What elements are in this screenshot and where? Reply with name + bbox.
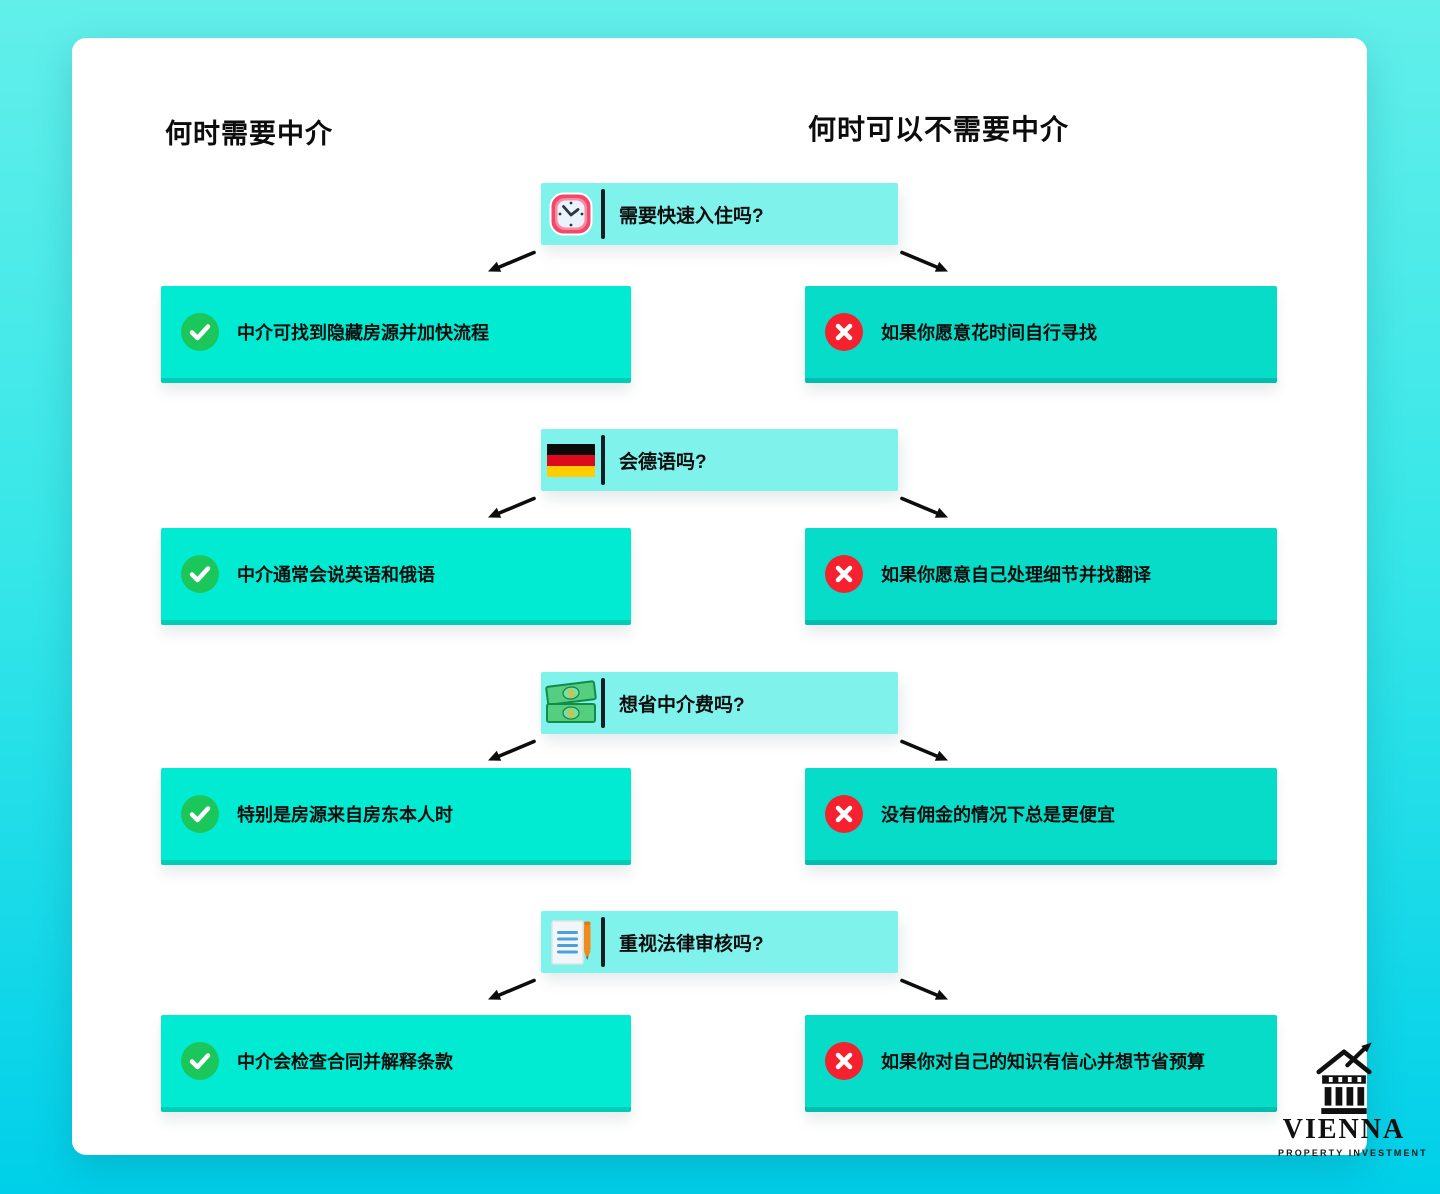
answer-box-yes: 中介可找到隐藏房源并加快流程 [161, 286, 631, 383]
check-icon [181, 555, 219, 593]
brand-logo: VIENNA PROPERTY INVESTMENT [1278, 1040, 1428, 1158]
question-label: 重视法律审核吗? [619, 933, 764, 955]
answer-no-label: 如果你愿意自己处理细节并找翻译 [881, 565, 1151, 585]
answer-no-label: 如果你对自己的知识有信心并想节省预算 [881, 1052, 1205, 1072]
answer-yes-label: 中介通常会说英语和俄语 [237, 565, 435, 585]
answer-box-yes: 中介会检查合同并解释条款 [161, 1015, 631, 1112]
document-pen-icon [541, 917, 601, 967]
answer-box-no: 没有佣金的情况下总是更便宜 [805, 768, 1277, 865]
question-box: 重视法律审核吗? [541, 911, 898, 973]
answer-yes-label: 中介可找到隐藏房源并加快流程 [237, 323, 489, 343]
answer-box-no: 如果你对自己的知识有信心并想节省预算 [805, 1015, 1277, 1112]
question-box: $ $ 想省中介费吗? [541, 672, 898, 734]
arrow-left-icon [488, 978, 536, 1000]
svg-text:$: $ [568, 707, 575, 721]
arrow-right-icon [900, 496, 948, 518]
answer-box-yes: 中介通常会说英语和俄语 [161, 528, 631, 625]
question-divider [601, 917, 605, 967]
question-box: 需要快速入住吗? [541, 183, 898, 245]
arrow-right-icon [900, 739, 948, 761]
arrow-left-icon [488, 739, 536, 761]
answer-yes-label: 中介会检查合同并解释条款 [237, 1052, 453, 1072]
question-label: 需要快速入住吗? [619, 205, 764, 227]
answer-no-label: 没有佣金的情况下总是更便宜 [881, 805, 1115, 825]
answer-box-no: 如果你愿意花时间自行寻找 [805, 286, 1277, 383]
answer-box-yes: 特别是房源来自房东本人时 [161, 768, 631, 865]
x-icon [825, 1042, 863, 1080]
arrow-left-icon [488, 496, 536, 518]
x-icon [825, 555, 863, 593]
answer-yes-label: 特别是房源来自房东本人时 [237, 805, 453, 825]
question-label: 想省中介费吗? [619, 694, 745, 716]
right-column-heading: 何时可以不需要中介 [808, 114, 1070, 145]
svg-text:$: $ [567, 686, 576, 701]
x-icon [825, 795, 863, 833]
brand-name: VIENNA [1282, 1114, 1406, 1145]
question-label: 会德语吗? [619, 451, 707, 473]
arrow-left-icon [488, 250, 536, 272]
check-icon [181, 795, 219, 833]
german-flag-icon [541, 443, 601, 477]
clock-icon [541, 192, 601, 236]
arrow-right-icon [900, 250, 948, 272]
money-icon: $ $ [541, 680, 601, 726]
answer-no-label: 如果你愿意花时间自行寻找 [881, 323, 1097, 343]
arrow-right-icon [900, 978, 948, 1000]
check-icon [181, 313, 219, 351]
brand-tagline: PROPERTY INVESTMENT [1278, 1148, 1428, 1158]
question-box: 会德语吗? [541, 429, 898, 491]
question-divider [601, 678, 605, 728]
x-icon [825, 313, 863, 351]
question-divider [601, 189, 605, 239]
question-divider [601, 435, 605, 485]
check-icon [181, 1042, 219, 1080]
answer-box-no: 如果你愿意自己处理细节并找翻译 [805, 528, 1277, 625]
building-chart-icon [1316, 1042, 1372, 1114]
left-column-heading: 何时需要中介 [165, 119, 333, 149]
